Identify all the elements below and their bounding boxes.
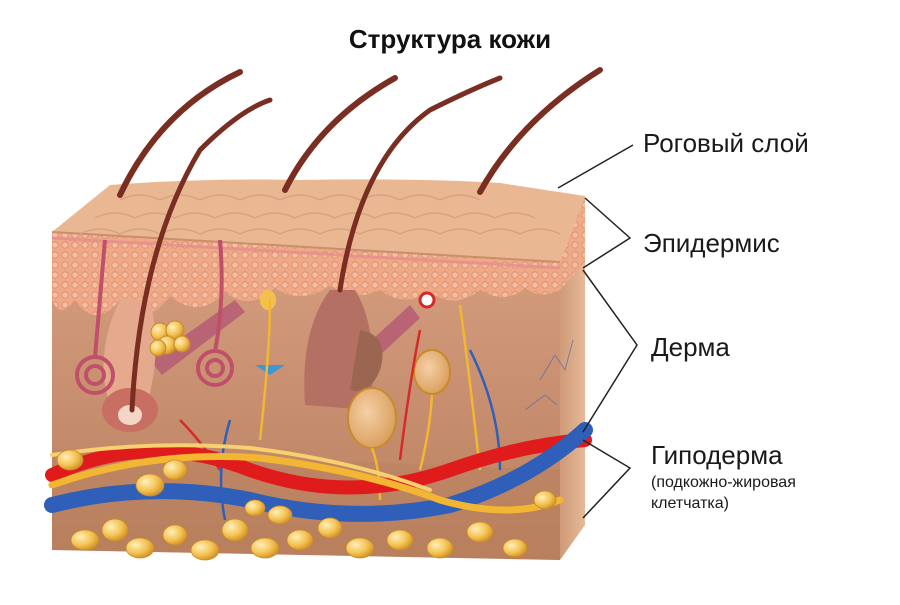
hair-follicle-1 [102, 300, 158, 432]
artery [45, 433, 592, 495]
label-hypodermis-note-line2: клетчатка) [651, 495, 729, 512]
horn-pointer [557, 144, 634, 189]
label-stratum-corneum: Роговый слой [643, 128, 809, 158]
sebaceous-gland [149, 320, 191, 357]
sensory-corpuscles [255, 290, 451, 449]
dermis-bracket [582, 269, 638, 433]
diagram-title: Структура кожи [348, 24, 552, 54]
hypodermis-bracket [582, 439, 632, 519]
stratum-corneum-top [52, 179, 585, 262]
nerve [48, 453, 564, 514]
label-dermis: Дерма [651, 332, 730, 362]
fat-cells [56, 449, 557, 561]
label-hypodermis: Гиподерма [651, 440, 783, 470]
epidermis-bracket [582, 197, 632, 269]
side-face [560, 196, 585, 560]
hair-follicle-2 [304, 290, 383, 410]
label-epidermis: Эпидермис [643, 228, 780, 258]
label-hypodermis-note-line1: (подкожно-жировая [651, 474, 796, 491]
epidermis-layer [52, 232, 560, 315]
